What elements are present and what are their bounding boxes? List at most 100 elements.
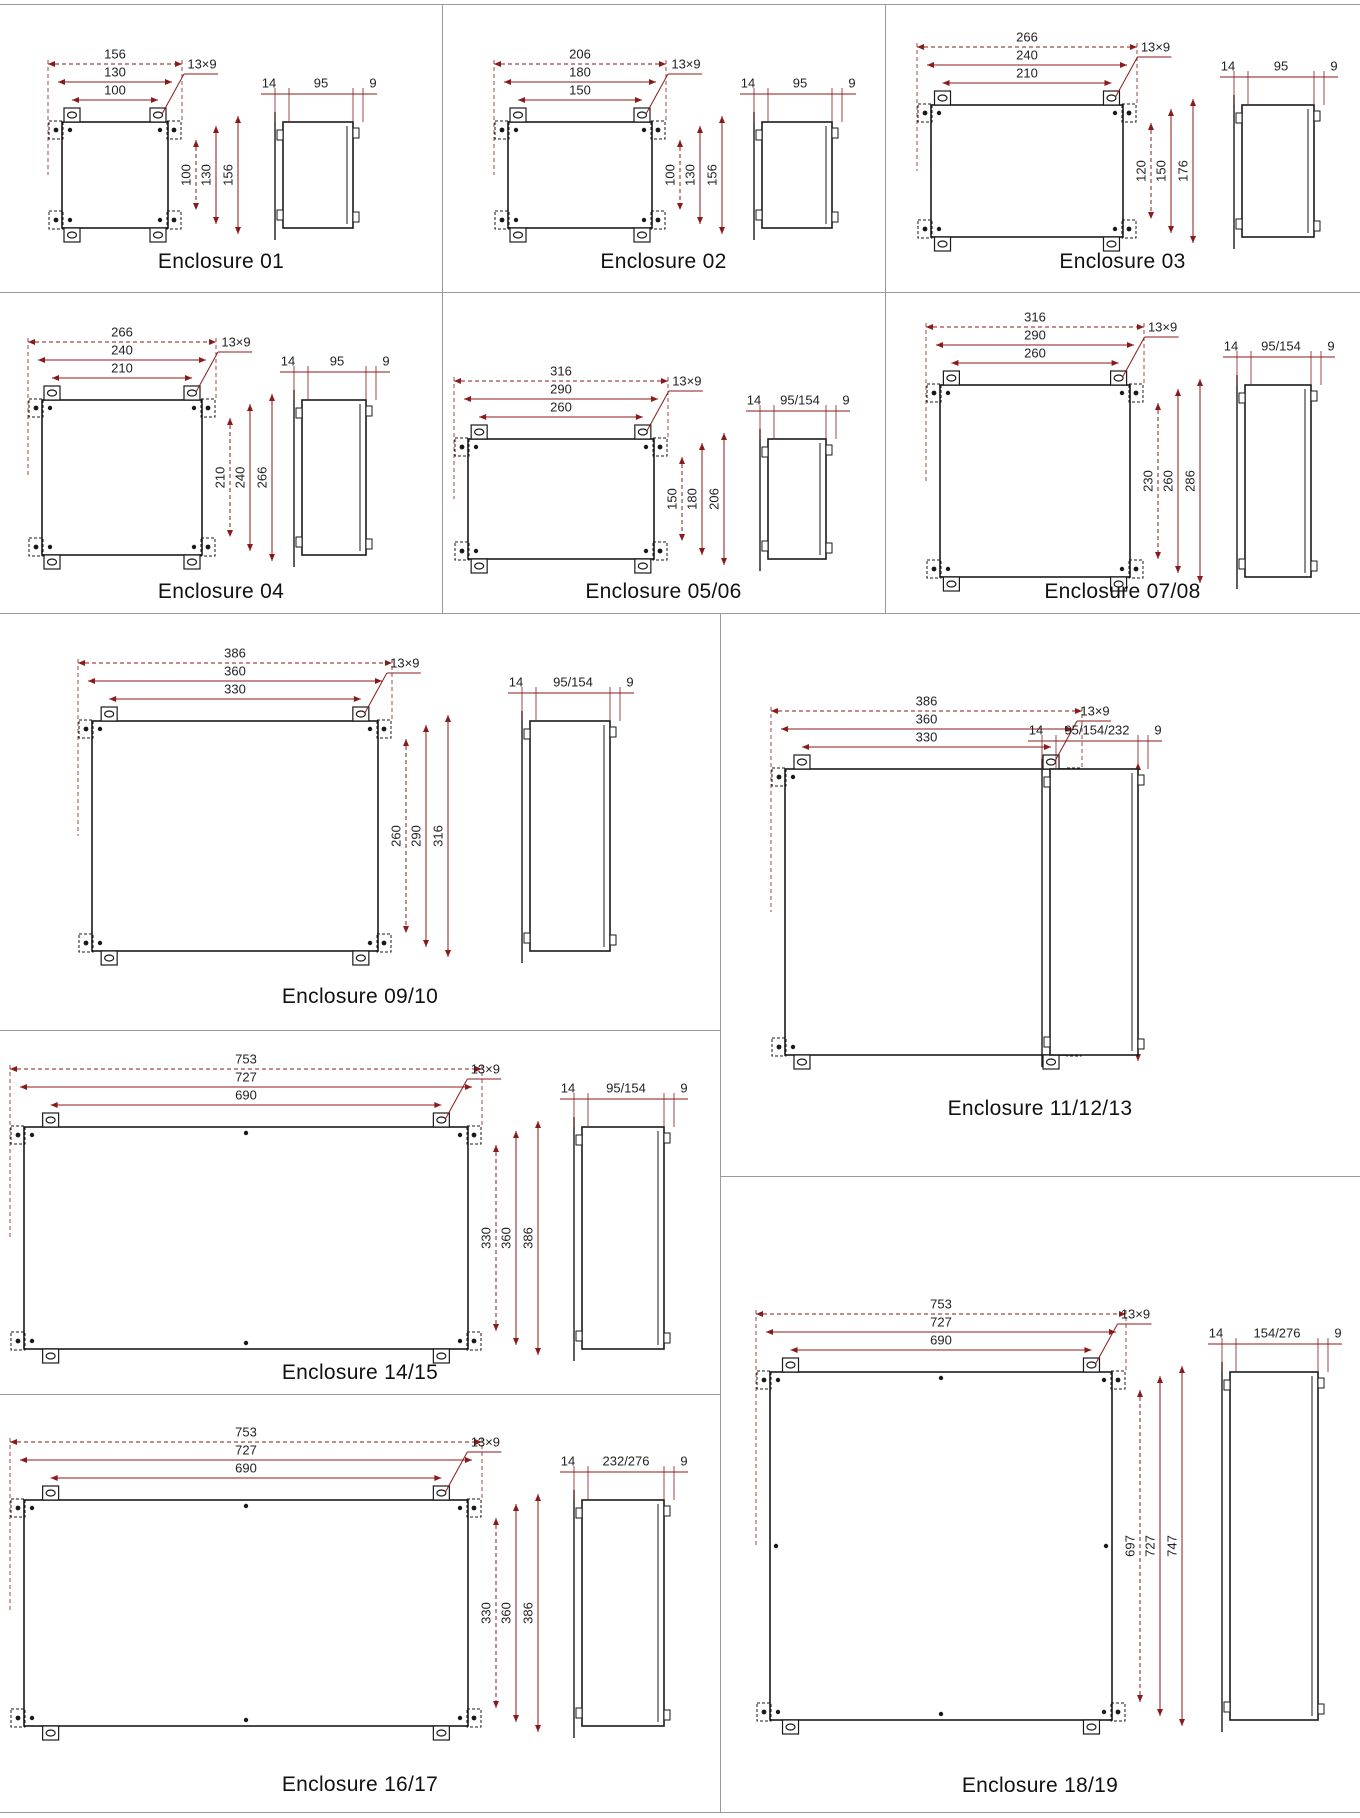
mount-hole-icon [436, 1729, 447, 1737]
mount-lug [432, 1725, 450, 1741]
mount-hole-icon [152, 111, 164, 119]
side-lug [755, 129, 763, 141]
corner-bracket-icon [200, 398, 216, 418]
corner-screw [15, 1338, 21, 1344]
hinge [831, 127, 839, 139]
enclosure-caption: Enclosure 16/17 [281, 1773, 439, 1796]
corner-screw [205, 405, 211, 411]
corner-screw [931, 566, 937, 572]
mount-hole-icon [45, 1729, 56, 1737]
corner-bracket-icon [1128, 383, 1144, 403]
side-body [282, 121, 354, 229]
corner-screw [459, 444, 465, 450]
corner-screw [15, 1715, 21, 1721]
side-body [1049, 768, 1139, 1056]
side-lug [1043, 776, 1051, 788]
side-lug [1223, 1701, 1231, 1713]
mount-hole-icon [1086, 1723, 1097, 1731]
side-lug [276, 209, 284, 221]
corner-bracket-icon [78, 933, 94, 953]
width-outer-dim-label: 316 [1024, 309, 1046, 324]
width-inner-dim-label: 690 [235, 1087, 257, 1102]
height-inner-dim-label: 260 [388, 825, 403, 847]
body-screw [1101, 1377, 1107, 1383]
side-lug [1223, 1379, 1231, 1391]
mount-hole-icon [186, 389, 198, 397]
width-mid-dim-label: 727 [235, 1442, 257, 1457]
width-inner-dim-label: 260 [1024, 345, 1046, 360]
width-inner-dim-label: 330 [916, 729, 938, 744]
corner-screw [499, 217, 505, 223]
side-right-label: 9 [842, 392, 849, 407]
front-body [23, 1126, 469, 1350]
body-screw [775, 1377, 781, 1383]
height-outer-dim-label: 747 [1164, 1535, 1179, 1557]
mount-lug [633, 227, 651, 243]
corner-screw [471, 1505, 477, 1511]
body-screw [945, 390, 951, 396]
side-body [761, 121, 833, 229]
mount-hole-icon [946, 580, 957, 588]
hole-leader [161, 73, 185, 115]
side-left-label: 14 [1224, 338, 1238, 353]
mount-hole-icon [796, 758, 808, 766]
mount-hole-icon [474, 562, 485, 570]
hinge [663, 1709, 671, 1721]
mount-lug [793, 754, 811, 770]
corner-screw [657, 548, 663, 554]
width-inner-dim-label: 210 [1016, 65, 1038, 80]
mount-lug [43, 554, 61, 570]
width-mid-dim-label: 130 [104, 64, 126, 79]
front-body [61, 121, 169, 229]
side-depth-label: 95/154/232 [1064, 722, 1129, 737]
corner-screw [655, 127, 661, 133]
mount-hole-icon [66, 231, 78, 239]
mount-hole-icon [946, 374, 957, 382]
hinge [1310, 560, 1318, 572]
side-left-label: 14 [1209, 1325, 1223, 1340]
hole-size-label: 13×9 [1121, 1306, 1150, 1321]
corner-bracket-icon [1128, 559, 1144, 579]
side-left-label: 14 [1221, 58, 1235, 73]
mount-hole-icon [637, 428, 648, 436]
width-outer-dim-label: 753 [930, 1296, 952, 1311]
mount-lug [1042, 1054, 1060, 1070]
body-screw [367, 726, 373, 732]
mount-lug [793, 1054, 811, 1070]
corner-bracket-icon [466, 1331, 482, 1351]
side-lug [523, 932, 531, 944]
hole-size-label: 13×9 [1080, 703, 1109, 718]
height-mid-dim-label: 150 [1153, 160, 1168, 182]
side-depth-label: 154/276 [1254, 1325, 1301, 1340]
corner-bracket-icon [756, 1702, 772, 1722]
hole-size-label: 13×9 [221, 334, 250, 349]
side-lug [295, 407, 303, 419]
side-depth-label: 232/276 [603, 1453, 650, 1468]
corner-bracket-icon [771, 1037, 787, 1057]
side-lug [575, 1134, 583, 1146]
side-right-label: 9 [848, 75, 855, 90]
body-screw [67, 217, 73, 223]
mount-hole-icon [355, 954, 366, 962]
body-screw [97, 940, 103, 946]
side-body [1229, 1371, 1319, 1721]
side-lug [761, 446, 769, 458]
corner-bracket-icon [1121, 219, 1137, 239]
hinge [1317, 1703, 1325, 1715]
center-screw [938, 1375, 944, 1381]
width-inner-dim-label: 100 [104, 82, 126, 97]
corner-bracket-icon [756, 1370, 772, 1390]
mount-hole-icon [436, 1489, 447, 1497]
corner-bracket-icon [454, 541, 470, 561]
body-screw [29, 1338, 35, 1344]
mount-lug [42, 1485, 60, 1501]
mount-lug [100, 950, 118, 966]
hinge [825, 444, 833, 456]
